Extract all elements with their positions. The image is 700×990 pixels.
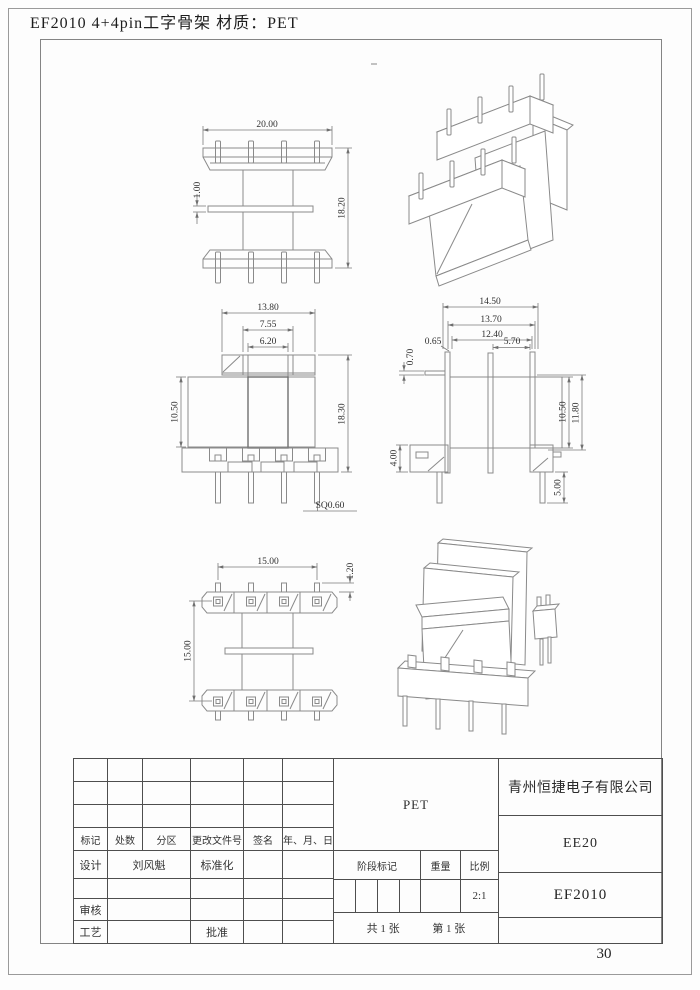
rev-cell	[283, 759, 334, 782]
dim-profile-window-height: 10.50	[559, 401, 569, 423]
sheet-number: 第 1 张	[432, 923, 466, 935]
blank-cell	[244, 851, 283, 879]
dim-side-width: 20.00	[256, 120, 278, 130]
rev-cell	[244, 759, 283, 782]
rev-header-zone: 分区	[143, 828, 191, 851]
dim-profile-width3: 12.40	[481, 330, 503, 340]
view-iso-bottom	[396, 538, 561, 735]
rev-cell	[283, 805, 334, 828]
dim-profile-tongue: 0.70	[406, 348, 416, 365]
scale-label: 比例	[461, 851, 499, 880]
standardize-label: 标准化	[191, 851, 244, 879]
blank-cell	[283, 879, 334, 899]
view-iso-top	[407, 73, 574, 287]
dim-front-core-width: 6.20	[260, 337, 277, 347]
view-front: 13.80 7.55 6.20	[171, 303, 357, 512]
dim-profile-total-width: 14.50	[479, 297, 501, 307]
designer-name: 刘风魁	[108, 851, 191, 879]
rev-cell	[191, 759, 244, 782]
blank-cell	[283, 921, 334, 944]
scale-value: 2:1	[461, 880, 499, 913]
dim-profile-pin-length: 5.00	[554, 479, 564, 496]
material-cell: PET	[334, 759, 499, 851]
blank-cell	[244, 921, 283, 944]
outer-border	[8, 8, 692, 975]
rev-cell	[143, 759, 191, 782]
weight-value	[421, 880, 461, 913]
dim-profile-flange-thickness: 0.65	[425, 337, 442, 347]
dim-profile-gap: 5.70	[504, 337, 521, 347]
rev-header-count: 处数	[108, 828, 143, 851]
dim-profile-height2: 11.80	[572, 402, 582, 423]
blank-cell	[108, 879, 191, 899]
blank-cell	[244, 899, 283, 921]
rev-header-date: 年、月、日	[283, 828, 334, 851]
rev-cell	[74, 759, 108, 782]
rev-cell	[283, 782, 334, 805]
rev-cell	[244, 782, 283, 805]
stage-cell	[334, 880, 356, 913]
stage-cell	[400, 880, 421, 913]
dim-front-flange-width: 13.80	[257, 303, 279, 313]
dim-plan-pin-span: 15.00	[257, 557, 279, 567]
sheet-title: EF2010 4+4pin工字骨架 材质：PET	[30, 15, 299, 32]
blank-cell	[74, 879, 108, 899]
rev-cell	[108, 805, 143, 828]
rev-cell	[191, 782, 244, 805]
check-label: 审核	[74, 899, 108, 921]
rev-cell	[74, 782, 108, 805]
rev-cell	[244, 805, 283, 828]
title-block: 标记 处数 分区 更改文件号 签名 年、月、日 设计 刘风魁 标准化 审核 工艺…	[73, 758, 663, 944]
rev-header-docno: 更改文件号	[191, 828, 244, 851]
approve-label: 批准	[191, 921, 244, 944]
rev-cell	[108, 759, 143, 782]
blank-cell	[283, 899, 334, 921]
blank-cell	[191, 899, 244, 921]
blank-cell	[244, 879, 283, 899]
core-type: EE20	[499, 816, 663, 873]
rev-cell	[74, 805, 108, 828]
dim-profile-width2: 13.70	[480, 315, 502, 325]
dim-profile-foot-height: 4.00	[390, 449, 400, 466]
blank-cell	[108, 921, 191, 944]
dim-plan-pin-offset: 1.20	[346, 562, 356, 579]
dim-front-body-width: 7.55	[260, 320, 277, 330]
sheets-total: 共 1 张	[366, 923, 400, 935]
rev-cell	[143, 805, 191, 828]
rev-cell	[108, 782, 143, 805]
company-name: 青州恒捷电子有限公司	[499, 759, 663, 816]
part-number: EF2010	[499, 873, 663, 918]
view-profile: 14.50 13.70 12.40 0.65 5.70 0.70	[390, 297, 586, 504]
blank-cell	[499, 918, 663, 944]
dim-side-divider: 1.00	[193, 181, 203, 198]
rev-cell	[143, 782, 191, 805]
blank-cell	[191, 879, 244, 899]
dim-plan-row-span: 15.00	[184, 640, 194, 662]
blank-cell	[283, 851, 334, 879]
blank-cell	[108, 899, 191, 921]
view-plan: 15.00 1.20 15.00	[184, 557, 356, 721]
stage-cell	[378, 880, 400, 913]
rev-header-mark: 标记	[74, 828, 108, 851]
dim-front-total-height: 18.30	[338, 403, 348, 425]
view-side: 20.00 1.00 18.20	[193, 120, 352, 284]
dim-side-height: 18.20	[338, 197, 348, 219]
dim-front-pin-size: SQ0.60	[316, 501, 345, 511]
rev-header-sign: 签名	[244, 828, 283, 851]
stage-cell	[356, 880, 378, 913]
sheet-count-cell: 共 1 张 第 1 张	[334, 913, 499, 944]
page-number: 30	[596, 946, 612, 962]
dim-front-window-height: 10.50	[171, 401, 181, 423]
design-label: 设计	[74, 851, 108, 879]
stage-label: 阶段标记	[334, 851, 421, 880]
rev-cell	[191, 805, 244, 828]
weight-label: 重量	[421, 851, 461, 880]
process-label: 工艺	[74, 921, 108, 944]
